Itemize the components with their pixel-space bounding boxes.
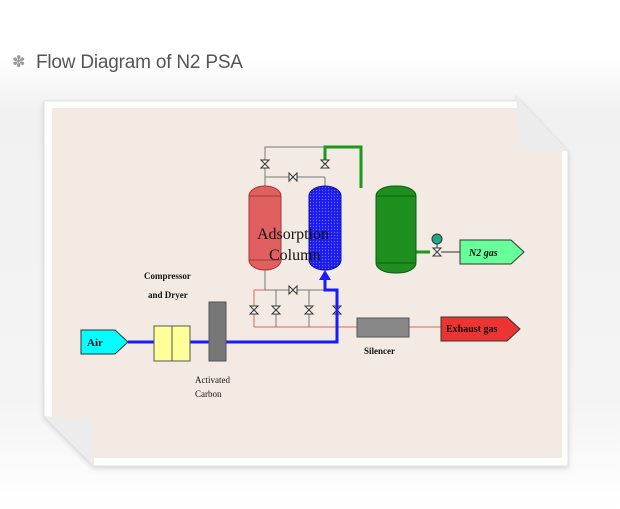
adsorption-label: Adsorption [257, 226, 329, 243]
folded-corner-top-right [516, 96, 568, 151]
page-title: Flow Diagram of N2 PSA [36, 52, 243, 73]
activated-label: Activated [195, 375, 230, 385]
dryer-label: and Dryer [148, 290, 188, 300]
compressor-dryer [153, 325, 191, 362]
column-label: Column [269, 247, 321, 264]
page-header: ✽ Flow Diagram of N2 PSA [12, 52, 243, 74]
folded-corner-bottom-left [44, 416, 94, 466]
flower-bullet-icon: ✽ [12, 54, 26, 71]
valve-icon [259, 159, 331, 183]
product-line [323, 145, 430, 254]
silencer [356, 317, 410, 338]
panel-background [52, 108, 562, 458]
air-inlet-tag [80, 329, 129, 355]
air-label: Air [87, 337, 103, 349]
diagram-panel [43, 94, 569, 467]
air-line [128, 273, 339, 344]
flow-arrow-icon [319, 270, 331, 280]
n2-outlet-tag [459, 239, 525, 265]
compressor-label: Compressor [144, 271, 191, 281]
valve-icon [248, 284, 343, 315]
n2-label: N2 gas [468, 248, 498, 259]
exhaust-label: Exhaust gas [446, 324, 498, 335]
silencer-label: Silencer [364, 346, 395, 356]
exhaust-outlet-tag [440, 316, 521, 342]
product-tank [375, 185, 417, 274]
carbon-label: Carbon [195, 389, 222, 399]
activated-carbon-filter [208, 301, 227, 362]
outlet-valve-icon [431, 233, 460, 257]
